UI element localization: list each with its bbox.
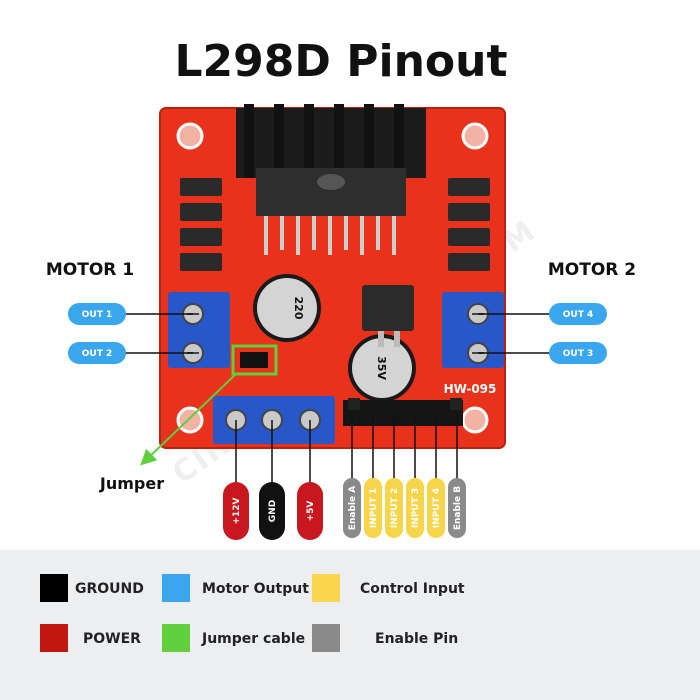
legend-label: POWER [83,631,141,647]
pin-pill-input-4: INPUT 4 [427,478,445,538]
legend-swatch [312,624,340,652]
pin-label-5v: +5V [306,501,316,522]
board-model-label: HW-095 [444,382,497,396]
control-pin-leaders [351,414,458,480]
jumper-highlight-box [231,344,278,376]
heatsink [236,104,426,216]
driver-chip-pins [264,216,396,255]
svg-text:35V: 35V [375,356,388,380]
legend-swatch [162,624,190,652]
out3-pill: OUT 3 [549,342,607,364]
voltage-regulator [362,285,414,347]
svg-text:OUT 4: OUT 4 [563,310,594,320]
pin-label-gnd: GND [268,500,278,522]
legend-item-ground: GROUND [40,574,144,602]
motor1-label: MOTOR 1 [46,260,134,280]
pin-pill-enable-a: Enable A [343,478,361,538]
pin-label-input-3: INPUT 3 [411,488,421,528]
legend-label: Motor Output [202,581,309,597]
legend-swatch [40,624,68,652]
pin-pill-12v: +12V [223,482,249,540]
legend-label: Jumper cable [201,631,305,647]
legend-label: GROUND [75,581,144,597]
pin-pill-input-2: INPUT 2 [385,478,403,538]
legend-swatch [40,574,68,602]
pin-pill-enable-b: Enable B [448,478,466,538]
power-terminal [213,396,335,444]
legend-panel [0,550,700,700]
motor2-terminal [442,292,504,368]
jumper-label: Jumper [99,474,164,493]
mount-hole-tr [461,122,489,150]
power-pin-pills: +12V GND +5V [223,482,323,540]
out1-pill: OUT 1 [68,303,126,325]
svg-text:220: 220 [292,297,305,320]
out4-pill: OUT 4 [549,303,607,325]
motor2-label: MOTOR 2 [548,260,636,280]
legend-swatch [162,574,190,602]
legend-item-control-input: Control Input [312,574,465,602]
legend-item-power: POWER [40,624,141,652]
jumper-arrow [140,373,237,466]
l298-board: 220 35V HW-095 [159,104,506,449]
capacitor-right: 35V [348,334,416,402]
capacitor-left: 220 [253,274,321,342]
diodes-right [448,178,490,271]
motor1-terminal [168,292,230,368]
pin-pill-input-1: INPUT 1 [364,478,382,538]
out2-pill: OUT 2 [68,342,126,364]
legend-item-motor-output: Motor Output [162,574,309,602]
power-pin-leaders [235,420,311,484]
legend-item-enable-pin: Enable Pin [312,624,458,652]
svg-text:OUT 3: OUT 3 [563,349,594,359]
svg-text:OUT 1: OUT 1 [82,310,113,320]
legend-label: Enable Pin [375,631,458,647]
legend-label: Control Input [360,581,465,597]
jumper-on-board [231,344,278,376]
svg-text:OUT 2: OUT 2 [82,349,113,359]
pin-pill-input-3: INPUT 3 [406,478,424,538]
pin-pill-5v: +5V [297,482,323,540]
legend-item-jumper-cable: Jumper cable [162,624,305,652]
control-header [343,398,463,426]
pin-label-12v: +12V [232,497,242,524]
pin-label-input-1: INPUT 1 [369,488,379,528]
diodes-left [180,178,222,271]
mount-hole-br [461,406,489,434]
pin-label-input-4: INPUT 4 [432,488,442,528]
pin-pill-gnd: GND [259,482,285,540]
pin-label-input-2: INPUT 2 [390,488,400,528]
control-pin-pills: Enable A INPUT 1 INPUT 2 INPUT 3 INPUT 4 Enab… [343,478,466,538]
mount-hole-tl [176,122,204,150]
pin-label-enable-b: Enable B [453,486,463,530]
mount-hole-bl [176,406,204,434]
page-title: L298D Pinout [175,36,508,87]
legend-swatch [312,574,340,602]
pin-label-enable-a: Enable A [348,486,358,530]
